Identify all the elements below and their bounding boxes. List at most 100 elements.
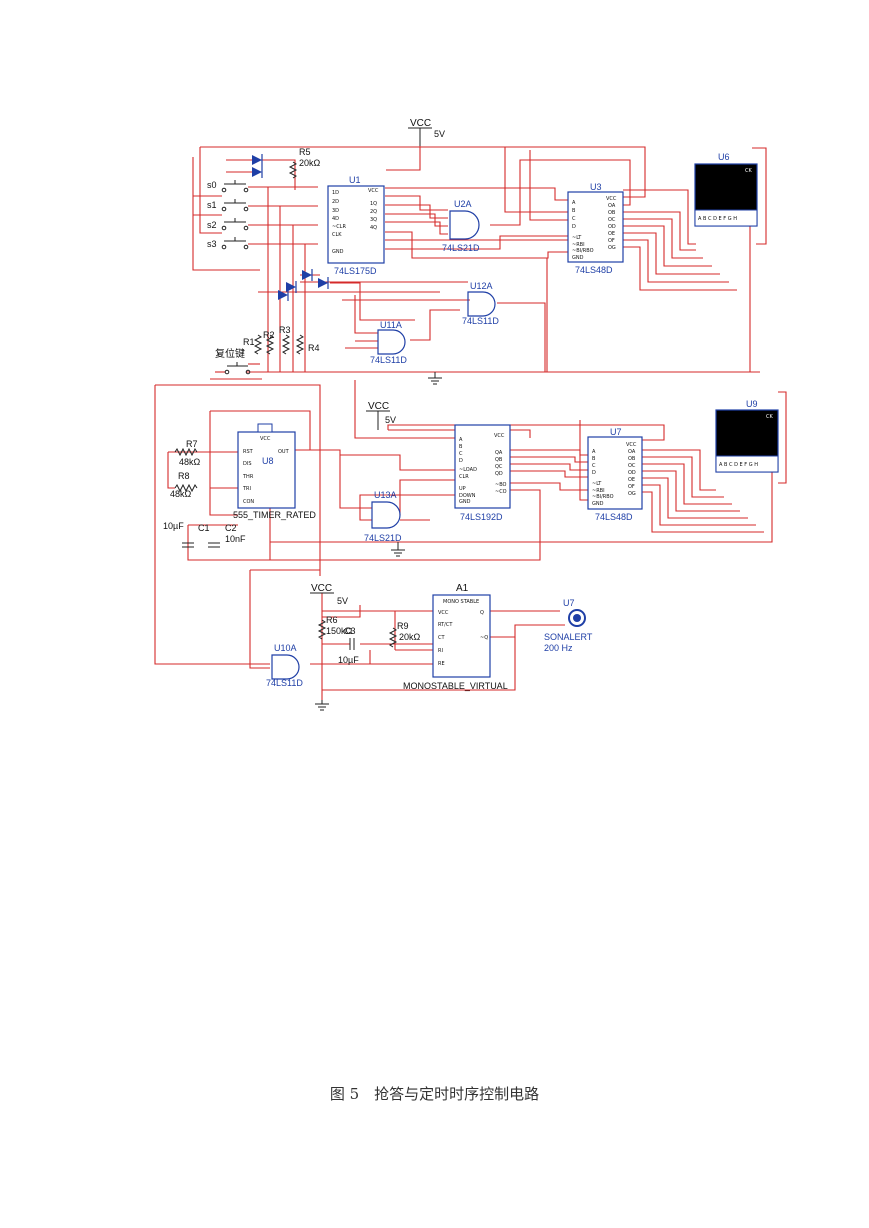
sonalert-speaker-icon	[568, 609, 586, 627]
svg-text:QB: QB	[495, 457, 503, 463]
timer-part: 555_TIMER_RATED	[233, 510, 316, 520]
svg-text:~Q: ~Q	[480, 635, 488, 641]
switch-s2-label: s2	[207, 220, 217, 230]
svg-text:~BI/RBO: ~BI/RBO	[572, 248, 594, 254]
svg-text:Q: Q	[480, 610, 484, 616]
r5-label: R5	[299, 147, 311, 157]
r9-label: R9	[397, 621, 409, 631]
svg-text:CT: CT	[438, 635, 445, 641]
u11a-label: U11A	[380, 320, 402, 330]
monostable-part: MONOSTABLE_VIRTUAL	[403, 681, 508, 691]
display-u6-ck: CK	[745, 168, 752, 174]
u8-label: U8	[262, 456, 274, 466]
u6b-chip	[454, 424, 511, 509]
svg-text:RST: RST	[243, 449, 254, 455]
display-u6-label: U6	[718, 152, 730, 162]
r7-value: 48kΩ	[179, 457, 201, 467]
bottom-wiring	[310, 593, 565, 700]
svg-text:OUT: OUT	[278, 449, 290, 455]
svg-text:TRI: TRI	[242, 486, 251, 492]
reset-switch	[224, 362, 251, 375]
svg-text:VCC: VCC	[438, 610, 449, 616]
svg-text:OF: OF	[628, 484, 635, 490]
a1-label: A1	[456, 583, 469, 594]
ground-middle	[391, 542, 405, 557]
switch-s3-label: s3	[207, 239, 217, 249]
monostable-title: MONO STABLE	[443, 599, 479, 605]
svg-text:C: C	[592, 463, 596, 469]
svg-text:~CO: ~CO	[495, 489, 507, 495]
svg-text:CLR: CLR	[459, 474, 469, 480]
u7-part: 74LS48D	[595, 512, 633, 522]
svg-text:B: B	[572, 208, 576, 214]
u13a-label: U13A	[374, 490, 397, 500]
switch-s0-label: s0	[207, 180, 217, 190]
svg-text:C: C	[459, 451, 463, 457]
svg-text:~LT: ~LT	[572, 235, 582, 241]
svg-text:QD: QD	[495, 471, 503, 477]
svg-text:THR: THR	[242, 474, 254, 480]
svg-text:OE: OE	[628, 477, 635, 483]
u1-chip	[327, 185, 385, 264]
monostable-chip	[432, 594, 491, 678]
u12a-part: 74LS11D	[462, 316, 499, 326]
vcc-5v-label: 5V	[434, 129, 445, 139]
svg-text:GND: GND	[459, 499, 471, 505]
svg-text:OF: OF	[608, 238, 615, 244]
svg-text:B: B	[592, 456, 596, 462]
r6-label: R6	[326, 615, 338, 625]
top-wiring	[192, 146, 767, 380]
svg-text:~BO: ~BO	[495, 482, 507, 488]
u3-chip	[567, 191, 624, 263]
svg-text:2Q: 2Q	[370, 209, 377, 215]
diode-array	[252, 154, 329, 301]
r9-value: 20kΩ	[399, 632, 421, 642]
svg-text:~CLR: ~CLR	[332, 224, 346, 230]
svg-text:OG: OG	[608, 245, 616, 251]
svg-text:VCC: VCC	[606, 196, 617, 202]
u10a-label: U10A	[274, 643, 297, 653]
svg-text:A: A	[592, 449, 596, 455]
middle-wiring	[154, 380, 787, 669]
u8-555-chip	[237, 431, 296, 509]
svg-text:OG: OG	[628, 491, 636, 497]
svg-text:OC: OC	[628, 463, 636, 469]
svg-text:CLK: CLK	[332, 232, 342, 238]
svg-text:OE: OE	[608, 231, 615, 237]
r3-label: R3	[279, 325, 291, 335]
c2-label: C2	[225, 523, 237, 533]
u3-label: U3	[590, 182, 602, 192]
svg-text:DIS: DIS	[243, 461, 252, 467]
vcc2-5v: 5V	[385, 415, 396, 425]
c1-label: C1	[198, 523, 210, 533]
ground-top	[428, 372, 442, 385]
svg-text:VCC: VCC	[368, 188, 379, 194]
svg-text:A: A	[459, 437, 463, 443]
svg-text:1D: 1D	[332, 190, 339, 196]
r1-label: R1	[243, 337, 255, 347]
svg-text:CON: CON	[243, 499, 254, 505]
svg-text:RI: RI	[438, 648, 443, 654]
sonalert-u7-label: U7	[563, 598, 575, 608]
switch-s1-label: s1	[207, 200, 217, 210]
svg-text:RT/CT: RT/CT	[438, 622, 453, 628]
svg-text:4Q: 4Q	[370, 225, 377, 231]
display-u9-ck: CK	[766, 414, 773, 420]
svg-text:OD: OD	[628, 470, 636, 476]
display-u9-pins: A B C D E F G H	[719, 462, 758, 468]
r6-value: 150kΩ	[326, 626, 353, 636]
svg-text:OB: OB	[608, 210, 616, 216]
svg-text:2D: 2D	[332, 199, 339, 205]
u6b-part: 74LS192D	[460, 512, 503, 522]
u2a-part: 74LS21D	[442, 243, 480, 253]
vcc3-label: VCC	[311, 583, 332, 594]
r5-value: 20kΩ	[299, 158, 321, 168]
u3-part: 74LS48D	[575, 265, 613, 275]
u10a-part: 74LS11D	[266, 678, 303, 688]
svg-text:C: C	[572, 216, 576, 222]
r8-value: 48kΩ	[170, 489, 192, 499]
svg-text:QA: QA	[495, 450, 503, 456]
svg-text:D: D	[572, 224, 576, 230]
svg-text:GND: GND	[572, 255, 584, 261]
